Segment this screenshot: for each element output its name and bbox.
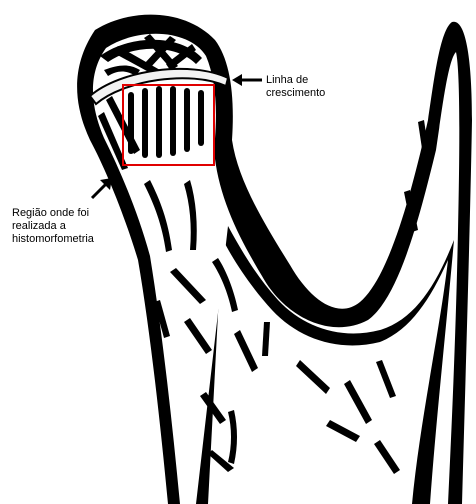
left-arrow-icon: [232, 74, 262, 86]
up-right-arrow-icon: [92, 178, 112, 198]
region-label: Região onde foi realizada a histomorfome…: [12, 207, 94, 246]
growth-line-label: Linha de crescimento: [266, 74, 325, 100]
